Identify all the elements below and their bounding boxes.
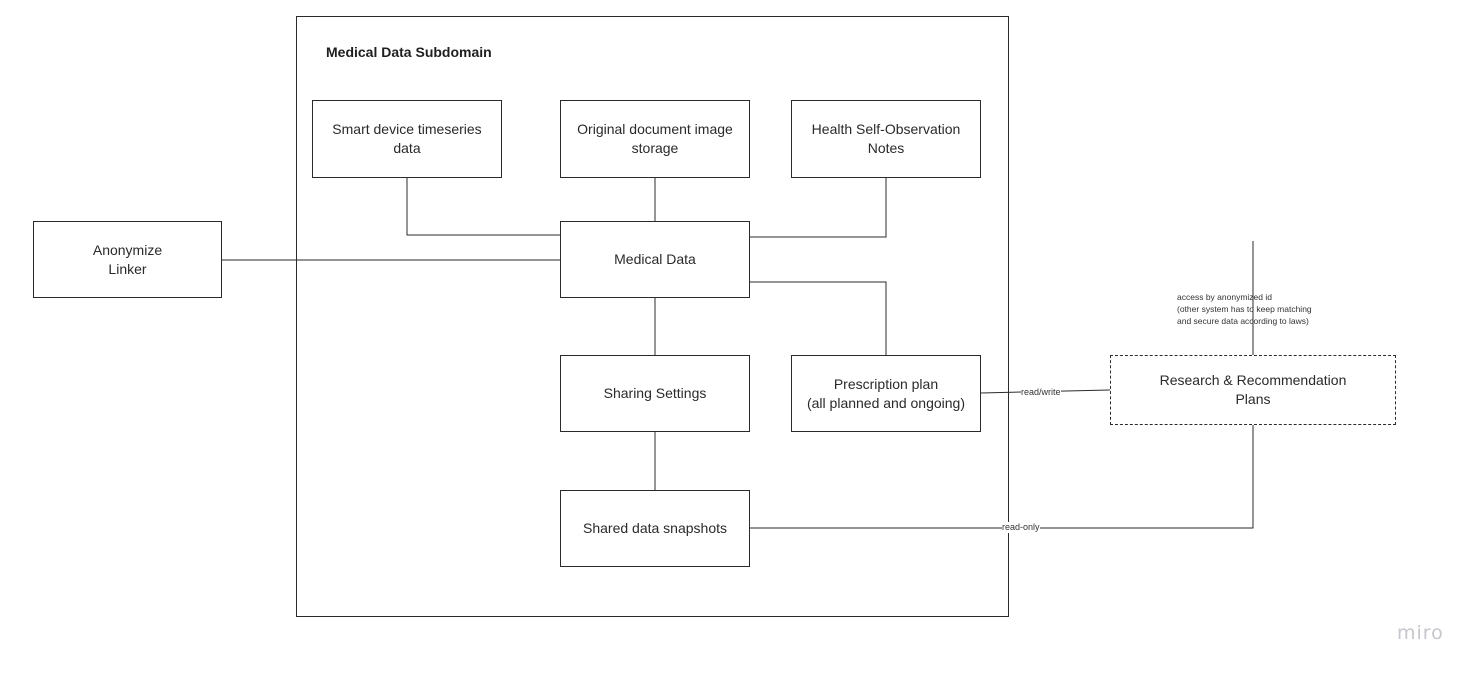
prescription-plan-node[interactable]: Prescription plan (all planned and ongoi… [791, 355, 981, 432]
medical-data-subdomain-frame [296, 16, 1009, 617]
read-write-label: read/write [1021, 387, 1061, 398]
smart-device-timeseries-node[interactable]: Smart device timeseries data [312, 100, 502, 178]
miro-watermark: miro [1397, 622, 1444, 644]
edge-snapshots-to-research [749, 425, 1254, 529]
shared-data-snapshots-node[interactable]: Shared data snapshots [560, 490, 750, 567]
medical-data-node[interactable]: Medical Data [560, 221, 750, 298]
health-self-observation-node[interactable]: Health Self-Observation Notes [791, 100, 981, 178]
original-document-storage-node[interactable]: Original document image storage [560, 100, 750, 178]
edge-notes-to-medical-data [749, 178, 887, 238]
anonymize-linker-node[interactable]: Anonymize Linker [33, 221, 222, 298]
edge-smart-device-to-medical-data [406, 178, 561, 236]
read-only-label: read-only [1002, 522, 1040, 533]
research-recommendation-node[interactable]: Research & Recommendation Plans [1110, 355, 1396, 425]
frame-title: Medical Data Subdomain [326, 44, 492, 60]
sharing-settings-node[interactable]: Sharing Settings [560, 355, 750, 432]
access-note: access by anonymized id (other system ha… [1177, 292, 1312, 326]
edge-medical-data-to-prescription [749, 281, 887, 355]
